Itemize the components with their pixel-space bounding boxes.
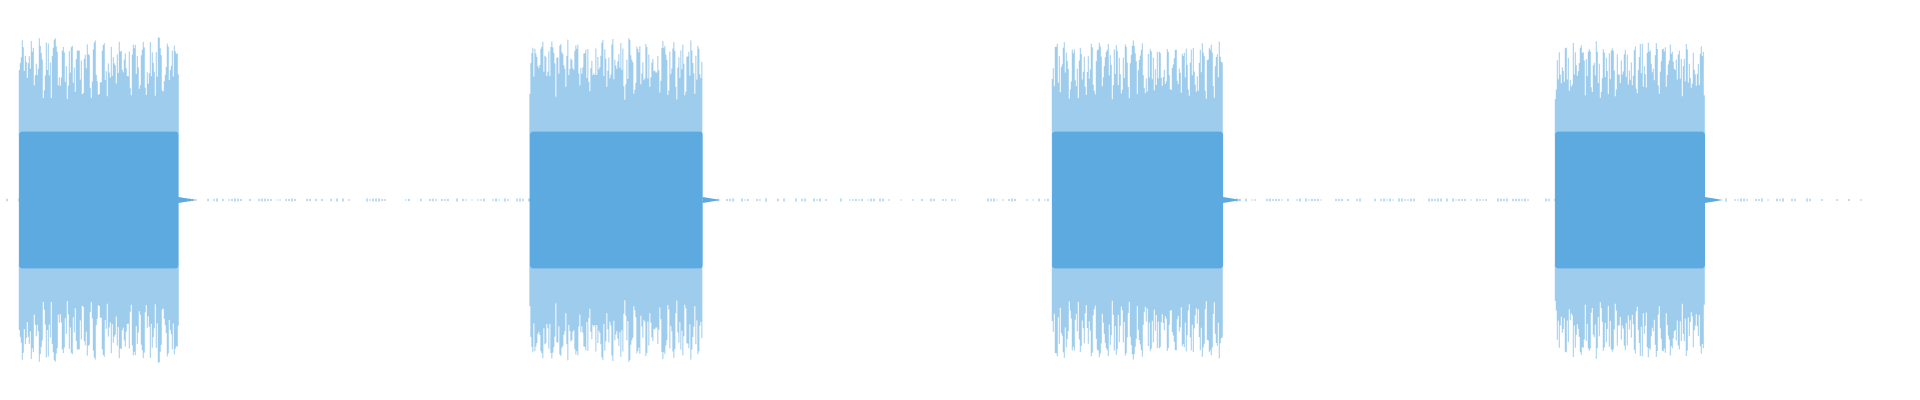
waveform-burst-core [1555, 131, 1705, 269]
waveform-burst-core [1052, 131, 1224, 269]
waveform-burst [18, 37, 197, 363]
waveform-burst-core [529, 131, 703, 269]
waveform-burst-core [19, 131, 179, 269]
waveform-burst-tail [1223, 197, 1242, 203]
waveform-burst-tail [1704, 197, 1723, 203]
waveform-burst-tail [702, 197, 721, 203]
waveform-burst [1554, 41, 1723, 359]
waveform-burst-tail [178, 197, 197, 203]
waveform-burst [1051, 40, 1242, 360]
waveform-burst [529, 38, 721, 362]
